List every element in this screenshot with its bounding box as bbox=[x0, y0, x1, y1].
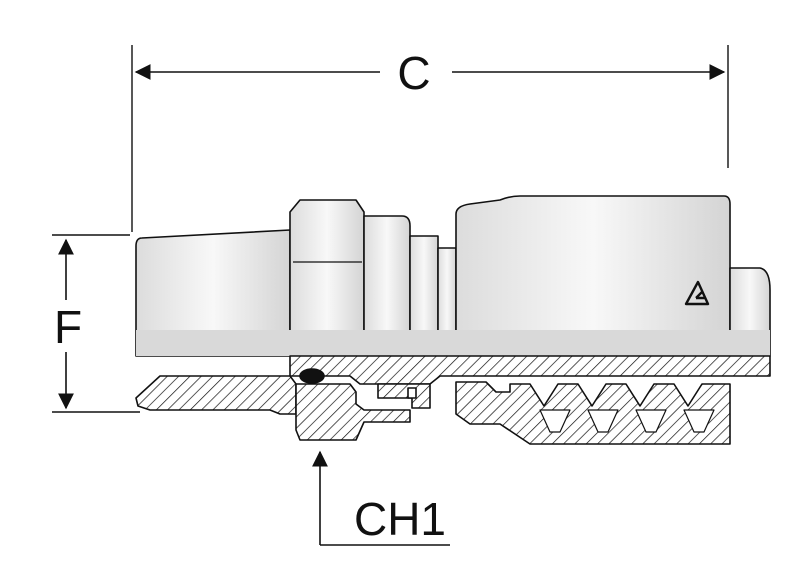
section-male-end bbox=[135, 375, 297, 415]
section-stop-ring bbox=[377, 383, 431, 409]
manufacturer-logo-icon bbox=[684, 280, 710, 306]
dimension-c: C bbox=[134, 47, 726, 99]
fitting-section bbox=[135, 355, 771, 445]
extension-lines bbox=[52, 45, 729, 413]
socket bbox=[455, 195, 731, 357]
dimension-c-label: C bbox=[397, 47, 430, 99]
fitting-exterior bbox=[135, 195, 771, 357]
o-ring bbox=[299, 368, 325, 384]
dimension-ch1-label: CH1 bbox=[354, 493, 446, 545]
exterior-lower-band bbox=[136, 330, 770, 356]
section-hex bbox=[295, 383, 411, 441]
dimension-f: F bbox=[54, 238, 82, 410]
dimension-ch1: CH1 bbox=[312, 450, 450, 546]
section-nipple-wall bbox=[289, 355, 771, 385]
dimension-f-label: F bbox=[54, 301, 82, 353]
